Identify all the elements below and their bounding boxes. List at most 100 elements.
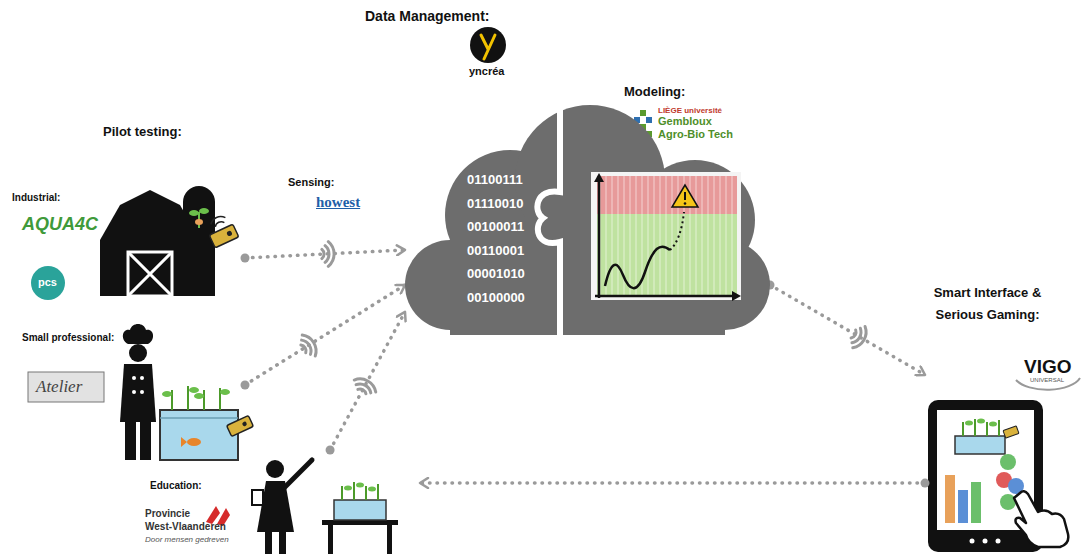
- aquaponics-tank: [189, 387, 199, 393]
- classroom-table: [334, 500, 386, 520]
- aquaponics-tank: [160, 386, 238, 460]
- aquaponics-tank: [160, 410, 238, 460]
- node-text: Education:: [150, 480, 202, 491]
- logo-text: Gembloux: [658, 115, 712, 127]
- logo-text: yncréa: [469, 65, 504, 77]
- section-heading: Data Management:: [365, 8, 489, 24]
- aquaponics-tank: [220, 389, 230, 395]
- barn-icon: [195, 219, 203, 225]
- sensor-device: [204, 212, 239, 247]
- yncrea-logo-mark: [481, 35, 495, 59]
- atelier-logo-mark: [28, 372, 104, 402]
- tablet-icon: [970, 539, 975, 544]
- edge-start-dot: [241, 253, 250, 262]
- pcs-logo-mark: [31, 266, 65, 300]
- sensor-device: [227, 415, 254, 436]
- tablet-icon: [996, 539, 1001, 544]
- section-heading: Modeling:: [624, 84, 685, 99]
- edge-start-dot: [921, 479, 930, 488]
- risk-chart: [591, 172, 741, 300]
- logo-text: LIÈGE université: [658, 106, 722, 115]
- classroom-table: [342, 482, 378, 500]
- logo-text: Atelier: [36, 377, 82, 397]
- section-heading: Pilot testing:: [103, 124, 182, 139]
- logo-text: howest: [316, 194, 360, 211]
- tablet-icon: [958, 490, 968, 523]
- classroom-table: [387, 525, 392, 554]
- aquaponics-tank: [162, 391, 172, 397]
- aquaponics-tank: [172, 386, 220, 410]
- dotted-arrow: [420, 481, 925, 485]
- aquaponics-tank: [187, 438, 201, 446]
- puzzle-split: [537, 100, 560, 345]
- section-heading: Sensing:: [288, 176, 334, 188]
- classroom-table: [368, 487, 376, 492]
- logo-text: pcs: [38, 276, 57, 288]
- risk-chart: [684, 202, 687, 205]
- classroom-table: [344, 486, 352, 491]
- sensor-device: [242, 421, 248, 427]
- vigo-logo-mark: [1016, 378, 1080, 390]
- dotted-arrow: [245, 285, 405, 385]
- chef-figure: [125, 420, 136, 460]
- tablet-icon: [955, 436, 1005, 454]
- tablet-icon: [963, 419, 999, 436]
- aquaponics-tank: [160, 417, 238, 419]
- barn-icon: [128, 252, 172, 296]
- liege-logo-mark: [640, 110, 646, 116]
- tablet-icon: [945, 475, 955, 523]
- risk-chart: [598, 180, 601, 298]
- risk-chart: [594, 173, 604, 182]
- vigo-logo-mark: [1016, 378, 1080, 390]
- teacher-figure: [284, 460, 312, 488]
- chef-figure: [132, 390, 136, 394]
- smart-interface: Smart Interface & Serious Gaming:: [925, 278, 1050, 554]
- logo-text: West-Vlaanderen: [145, 521, 226, 532]
- teacher-figure: [252, 490, 263, 505]
- dotted-arrow: [770, 285, 925, 375]
- cloud-platform: 01100111 01110010 00100011 00110001 0000…: [405, 100, 770, 345]
- teacher-figure: [257, 481, 294, 532]
- aquaponics-tank: [194, 393, 204, 399]
- dotted-arrow: [330, 312, 405, 450]
- node-text: 01100111 01110010 00100011 00110001 0000…: [467, 168, 537, 309]
- barn-icon: [189, 210, 199, 216]
- tablet-icon: [1000, 494, 1016, 510]
- chef-figure: [120, 324, 156, 460]
- yncrea-logo-mark: [470, 27, 506, 63]
- edge-start-dot: [241, 380, 250, 389]
- barn-icon: [183, 202, 215, 296]
- atelier-logo-mark: [28, 372, 104, 402]
- node-text: Industrial:: [12, 192, 60, 203]
- chef-figure: [123, 324, 153, 344]
- teacher-figure: [265, 530, 272, 554]
- tablet-icon: [971, 482, 981, 523]
- risk-chart: [732, 291, 741, 301]
- logo-text: Agro-Bio Tech: [658, 128, 733, 140]
- logo-text: VIGO: [1024, 356, 1072, 378]
- small-professional-pilot: Small professional:: [20, 330, 245, 465]
- risk-chart: [597, 176, 737, 296]
- cloud-outline: [405, 105, 770, 335]
- barn-icon: [199, 208, 209, 214]
- teacher-figure: [266, 460, 284, 478]
- pcs-logo-mark: [31, 266, 65, 300]
- sensor-device: [209, 224, 238, 248]
- barn-icon: [100, 186, 215, 296]
- tablet-icon: [928, 400, 1068, 552]
- edge-start-dot: [326, 446, 335, 455]
- risk-chart: [605, 247, 670, 288]
- yncrea-logo-mark: [470, 27, 506, 63]
- teacher-figure: [252, 460, 312, 554]
- tablet-icon: [977, 419, 985, 424]
- logo-text: UNIVERSAL: [1030, 377, 1064, 383]
- logo-text: Provincie: [145, 508, 190, 519]
- chef-figure: [140, 376, 144, 380]
- education-pilot: Education:: [145, 450, 420, 554]
- logo-text: AQUA4C: [22, 214, 98, 235]
- tablet-icon: [1000, 454, 1016, 470]
- node-text: Small professional:: [22, 332, 114, 343]
- chef-figure: [129, 344, 147, 362]
- chef-figure: [120, 364, 156, 422]
- barn-icon: [128, 252, 172, 296]
